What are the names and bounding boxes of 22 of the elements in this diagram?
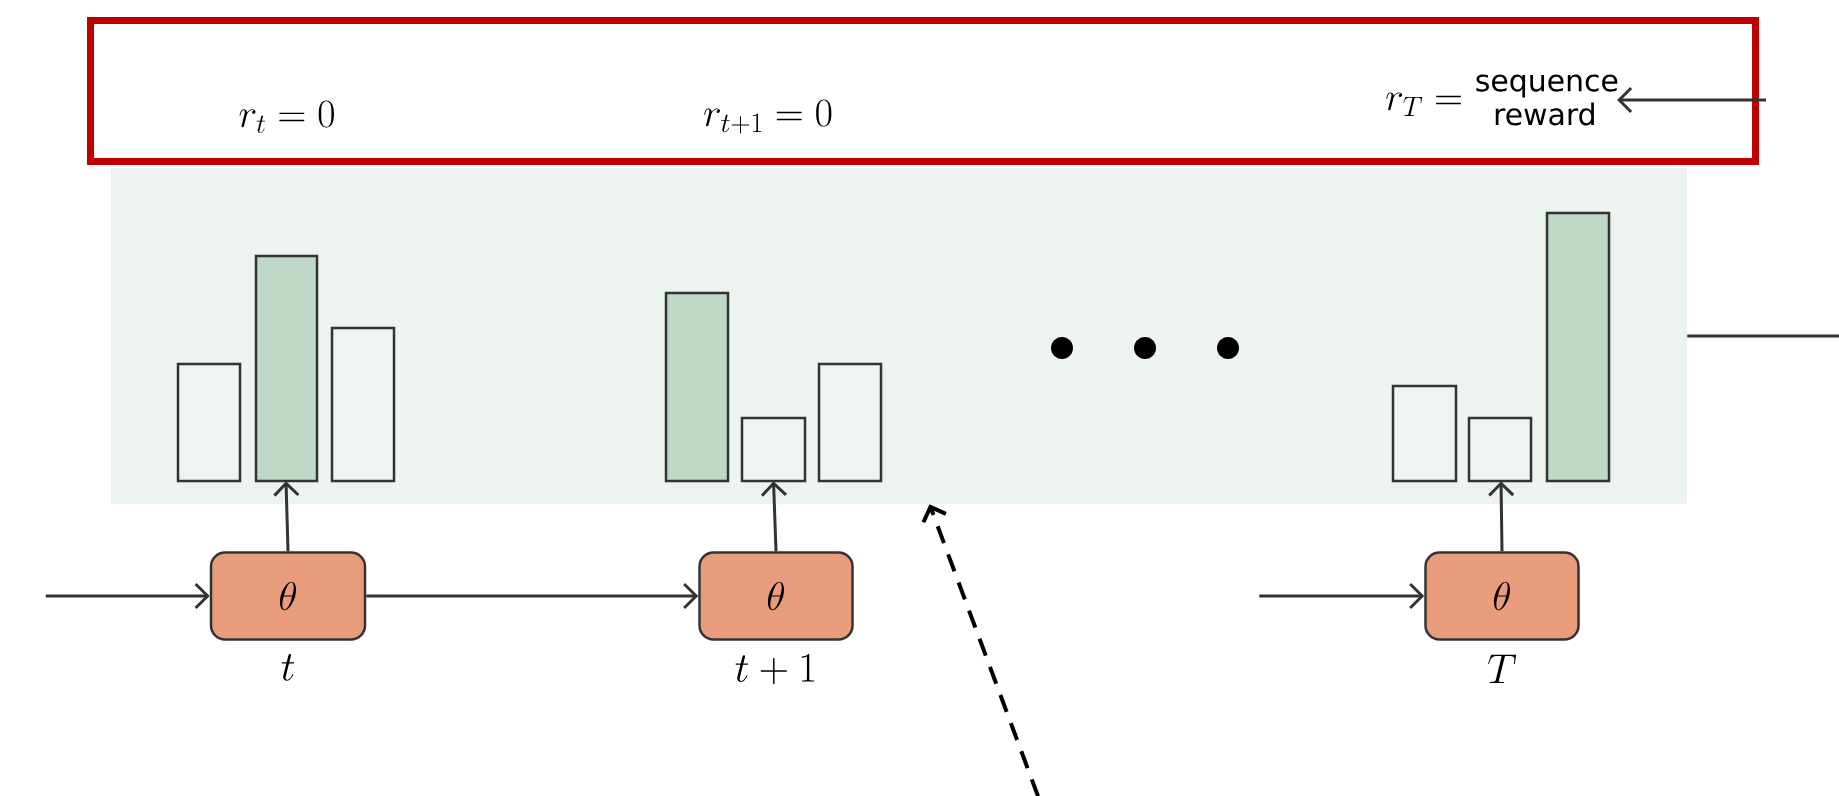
bar-chart-drawing: [664, 291, 883, 483]
bar-chart-drawing: [1391, 211, 1611, 483]
reward-label: $r_t=0$: [239, 100, 334, 134]
arrow: [760, 481, 788, 552]
theta-box: $\theta$: [1424, 551, 1580, 641]
arrow: [1259, 582, 1425, 610]
connector-line: [1687, 334, 1839, 338]
theta-box: $\theta$: [698, 551, 854, 641]
arrow: [1617, 86, 1767, 114]
arrow: [45, 582, 210, 610]
arrow: [1488, 481, 1515, 552]
bar-chart-drawing: [176, 254, 396, 483]
dashed-arrow: [921, 504, 1040, 796]
reward-label: $r_{t+1}=0$: [704, 99, 832, 134]
reward-label: $r_T=$ sequence reward: [1386, 74, 1618, 126]
arrow: [366, 582, 699, 610]
step-label: $t$: [281, 654, 295, 681]
theta-box: $\theta$: [209, 551, 367, 641]
arrow: [273, 481, 300, 552]
reward-frame: [87, 17, 1759, 165]
step-label: $t+1$: [735, 653, 815, 685]
step-label: $T$: [1488, 654, 1517, 684]
